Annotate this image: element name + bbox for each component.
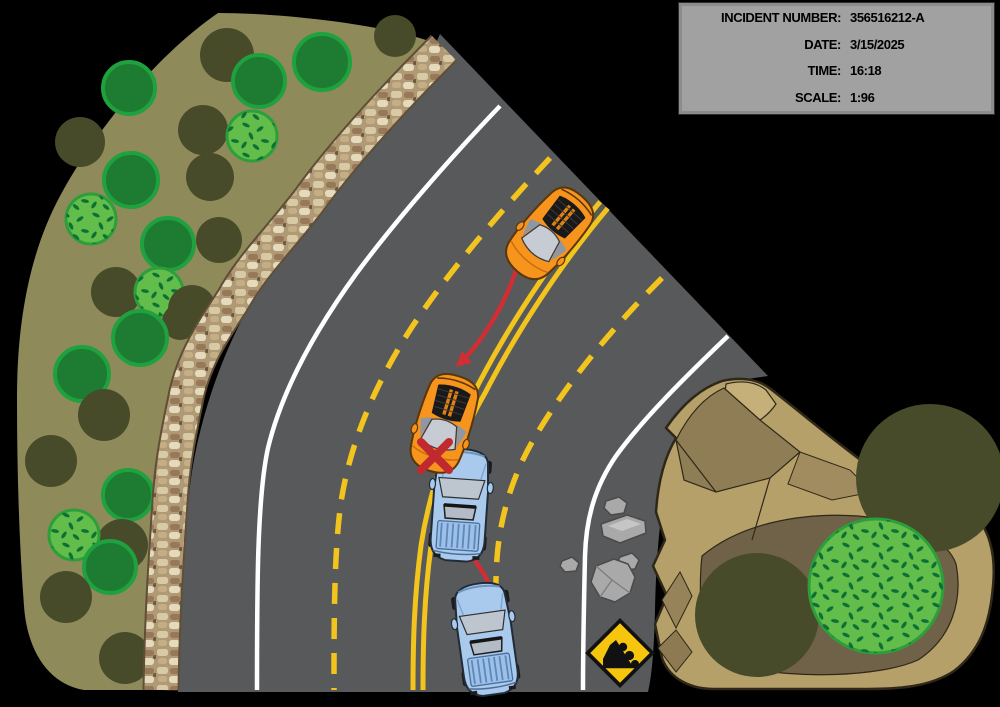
bush-icon [807,517,945,655]
tree-icon [53,345,111,403]
incident-info-box: INCIDENT NUMBER: 356516212-A DATE: 3/15/… [678,2,995,115]
left-edge-line [254,104,502,691]
tree-icon [55,117,105,167]
tree-icon [231,53,287,109]
infobox-row-time: TIME: 16:18 [679,63,994,90]
infobox-row-incident-number: INCIDENT NUMBER: 356516212-A [679,10,994,37]
tree-icon [292,32,352,92]
orange-car-trajectory-arrow [455,269,519,368]
bush-icon [225,109,279,163]
tree-icon [374,15,416,57]
left-lane-dashed-line [331,156,553,691]
tree-icon [186,153,234,201]
fallen-boulders [559,496,647,603]
incident-number-label: INCIDENT NUMBER: [721,10,841,25]
infobox-row-date: DATE: 3/15/2025 [679,37,994,64]
date-label: DATE: [804,36,841,52]
scale-label: SCALE: [795,89,841,105]
tree-icon [101,60,157,116]
rock-outcrop [651,377,1000,691]
time-label: TIME: [807,63,842,78]
tree-icon [99,632,151,684]
date-value: 3/15/2025 [850,36,905,52]
tree-icon [102,151,160,209]
tree-icon [40,571,92,623]
stone-wall [142,34,458,691]
tree-icon [140,216,196,272]
time-value: 16:18 [850,63,882,78]
bush-icon [64,192,118,246]
boulder-icon [603,496,628,516]
tree-icon [856,404,1000,552]
right-edge-line [580,334,730,691]
tree-icon [111,309,169,367]
tree-icon [25,435,77,487]
tree-icon [196,217,242,263]
collision-x-marker [417,438,453,474]
tree-icon [101,468,155,522]
bush-icon [47,508,101,562]
tree-icon [178,105,228,155]
hillside-trees [25,15,416,684]
tree-icon [91,267,141,317]
boulder-icon [559,556,580,573]
scale-value: 1:96 [850,89,875,105]
infobox-row-scale: SCALE: 1:96 [679,90,994,117]
tree-icon [162,304,198,340]
tree-icon [78,389,130,441]
falling-rocks-sign-icon [585,618,655,688]
tree-icon [695,553,819,677]
tree-icon [82,539,138,595]
incident-number-value: 356516212-A [850,10,925,25]
